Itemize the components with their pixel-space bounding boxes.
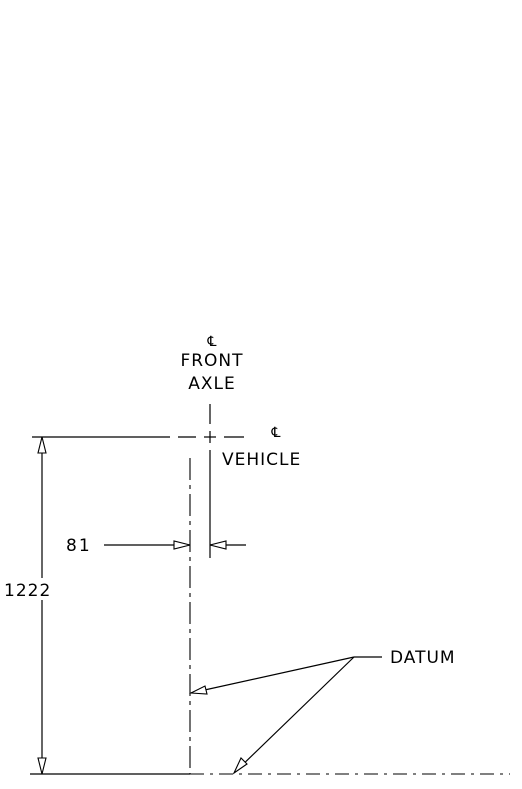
front-axle-label-line2: AXLE: [188, 374, 236, 394]
front-axle-label-line1: FRONT: [180, 351, 243, 371]
datum-label: DATUM: [390, 648, 456, 668]
height-label-background: [4, 578, 48, 600]
datum-arrow-ground: [232, 757, 248, 775]
vehicle-label: VEHICLE: [222, 450, 301, 470]
offset-arrow-right: [209, 540, 227, 550]
datum-arrow-vertical: [188, 685, 208, 695]
height-arrow-top: [37, 436, 47, 454]
offset-dimension-value: 81: [66, 536, 92, 556]
datum-leader-to-vertical: [190, 656, 355, 694]
offset-arrow-left: [173, 540, 191, 550]
height-arrow-bottom: [37, 757, 47, 775]
vehicle-centerline-symbol: ℄: [271, 425, 281, 441]
datum-leader-to-ground: [233, 656, 355, 774]
front-axle-centerline-symbol: ℄: [207, 334, 217, 350]
height-dimension-value: 1222: [4, 581, 51, 601]
